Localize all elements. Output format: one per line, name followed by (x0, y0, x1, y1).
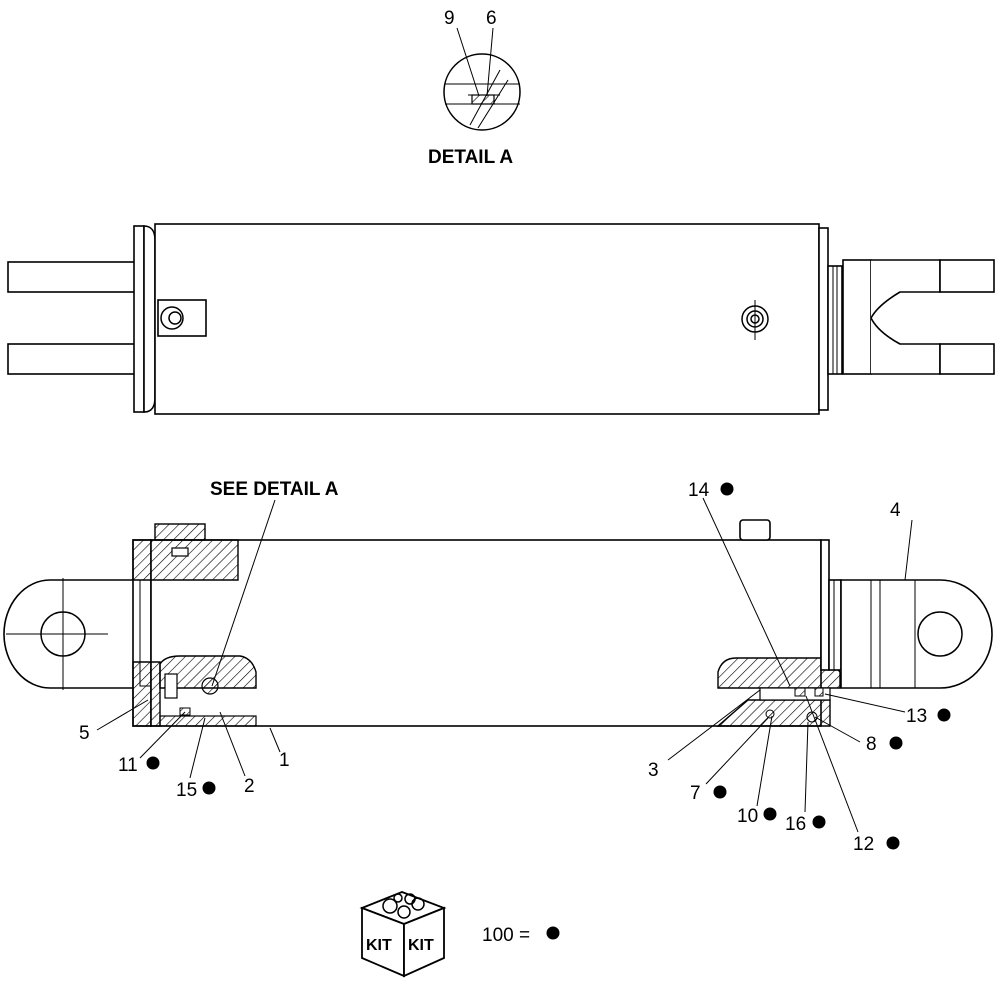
callout-10: 10 (737, 806, 758, 827)
kit-dot-icon (889, 736, 903, 750)
kit-label-right: KIT (408, 937, 434, 954)
kit-dot-icon (202, 781, 216, 795)
callout-6: 6 (486, 8, 497, 29)
kit-legend-code: 100 = (482, 925, 530, 946)
callout-9: 9 (444, 8, 455, 29)
detail-a-view: 9 6 DETAIL A (428, 8, 521, 168)
cylinder-exterior-view (7, 223, 995, 415)
kit-dot-icon (713, 785, 727, 799)
callout-3: 3 (648, 760, 659, 781)
callout-5: 5 (79, 723, 90, 744)
callout-8: 8 (866, 734, 877, 755)
callout-1: 1 (279, 750, 290, 771)
see-detail-a-label: SEE DETAIL A (210, 479, 339, 500)
callout-13: 13 (906, 706, 927, 727)
filled-dot-icon (546, 926, 560, 940)
leader-lines (96, 497, 913, 833)
kit-dot-icon (763, 807, 777, 821)
detail-a-title: DETAIL A (428, 147, 513, 168)
kit-dot-icon (937, 708, 951, 722)
callout-labels: 14 4 13 8 5 11 15 2 1 3 7 10 16 12 (79, 480, 951, 855)
callout-12: 12 (853, 834, 874, 855)
callout-14: 14 (688, 480, 710, 501)
cylinder-section-view (3, 519, 993, 727)
callout-11: 11 (118, 755, 138, 776)
callout-4: 4 (890, 500, 901, 521)
callout-7: 7 (690, 783, 701, 804)
kit-dot-icon (886, 836, 900, 850)
kit-dot-icon (146, 756, 160, 770)
kit-dot-icon (812, 815, 826, 829)
callout-16: 16 (785, 814, 806, 835)
callout-2: 2 (244, 776, 255, 797)
kit-box-icon: KIT KIT (359, 891, 447, 978)
kit-dot-icon (720, 482, 734, 496)
kit-label-left: KIT (366, 937, 392, 954)
callout-15: 15 (176, 780, 197, 801)
